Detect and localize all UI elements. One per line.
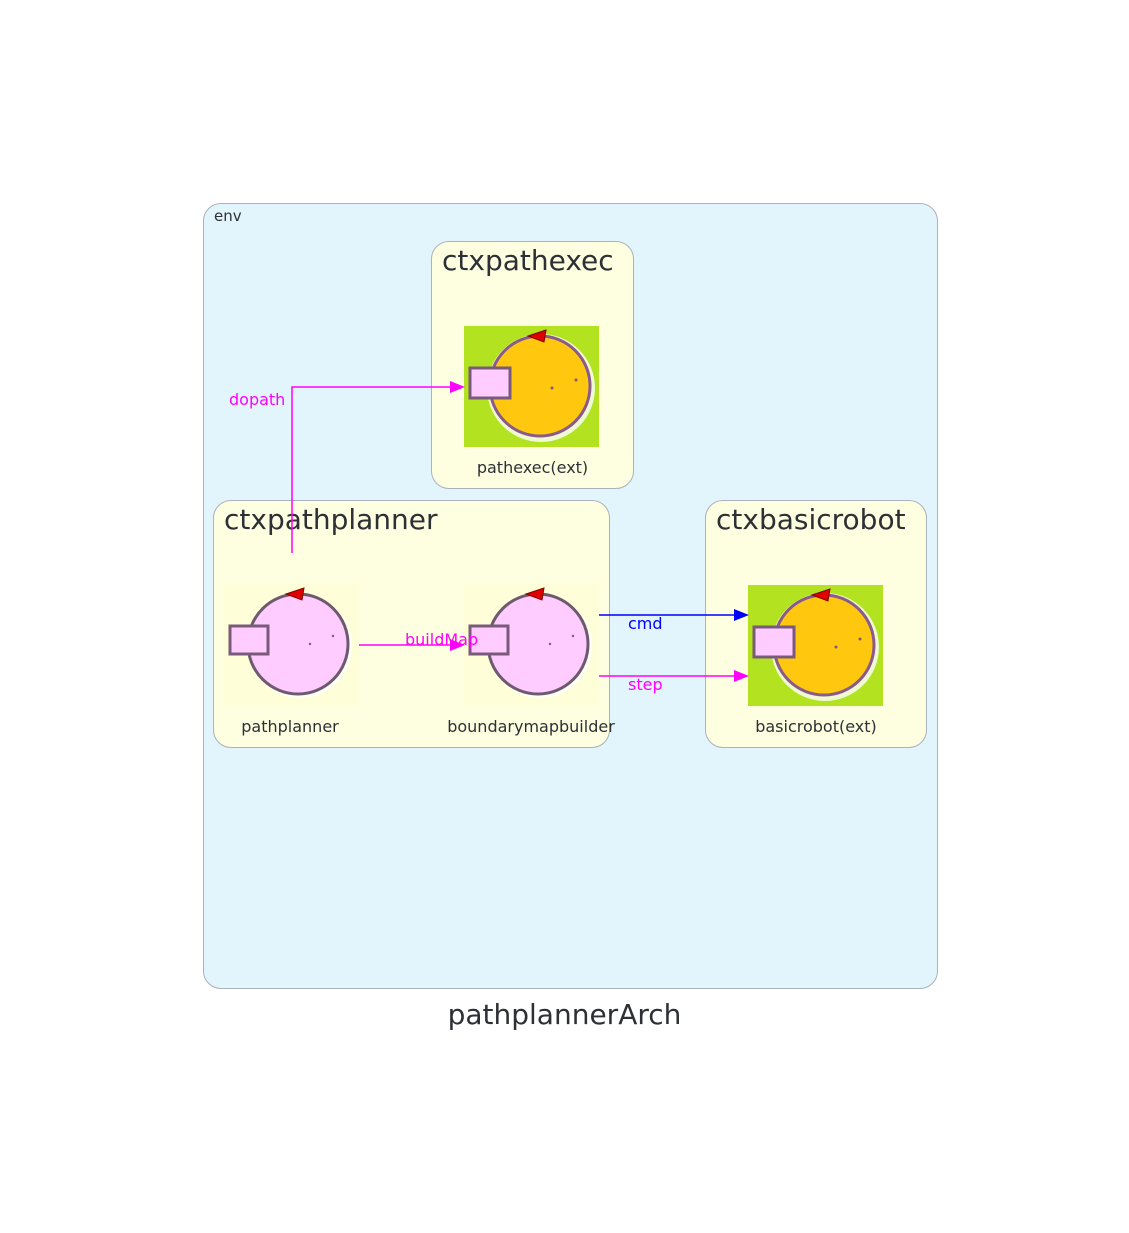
boundarymapbuilder-actor-icon [464, 584, 599, 705]
dopath-line [291, 386, 450, 553]
boundarymapbuilder-label: boundarymapbuilder [447, 717, 615, 736]
step-edge [599, 670, 749, 682]
ctxbasicrobot-title: ctxbasicrobot [716, 503, 906, 536]
basicrobot-actor-icon [748, 585, 883, 706]
buildMap-arrowhead [450, 639, 465, 651]
ctxbasicrobot-cluster: ctxbasicrobot [705, 500, 927, 748]
step-edge-label: step [628, 675, 663, 694]
ctxpathexec-title: ctxpathexec [442, 244, 614, 277]
env-label: env [214, 207, 242, 225]
diagram-title: pathplannerArch [447, 998, 682, 1031]
basicrobot-label: basicrobot(ext) [755, 717, 877, 736]
cmd-edge-label: cmd [628, 614, 663, 633]
dopath-edge [291, 381, 465, 553]
dopath-arrowhead [450, 381, 465, 393]
pathplanner-label: pathplanner [241, 717, 339, 736]
pathplanner-actor-icon [224, 584, 359, 705]
cmd-edge [599, 609, 749, 621]
buildMap-edge [359, 639, 465, 651]
pathexec-actor-icon [464, 326, 599, 447]
dopath-edge-label: dopath [229, 390, 286, 409]
buildMap-edge-label: buildMap [405, 630, 479, 649]
pathexec-label: pathexec(ext) [476, 458, 589, 477]
cmd-arrowhead [734, 609, 749, 621]
ctxpathplanner-title: ctxpathplanner [224, 503, 438, 536]
step-arrowhead [734, 670, 749, 682]
